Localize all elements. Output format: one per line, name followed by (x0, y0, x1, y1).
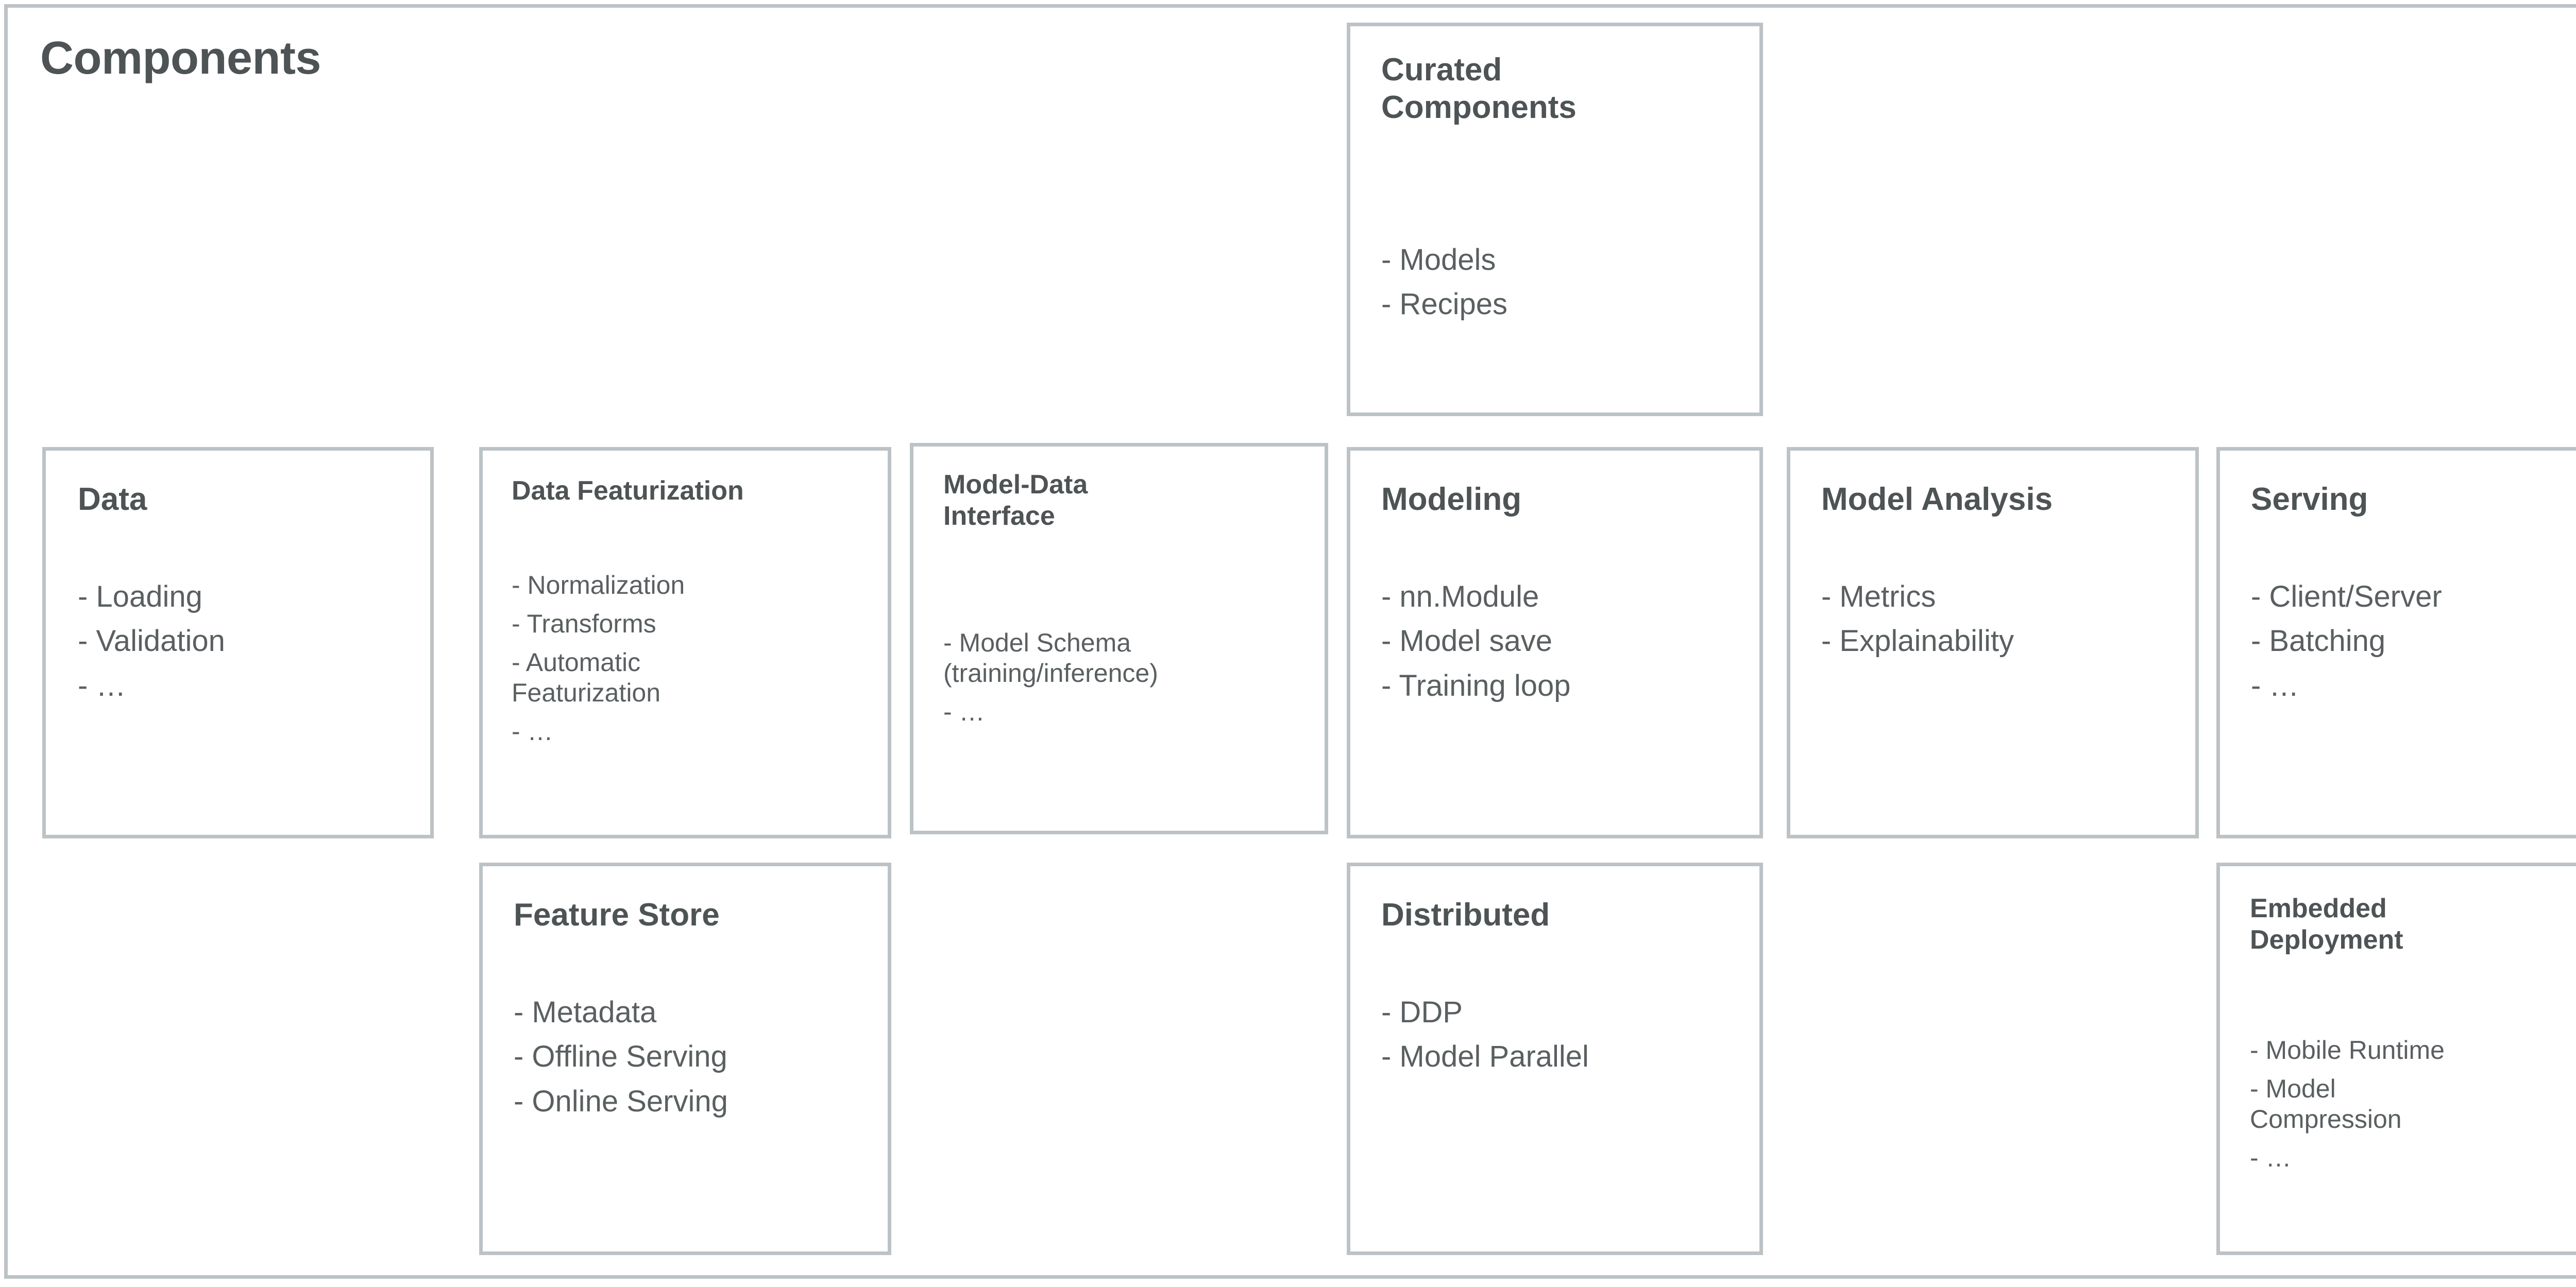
list-item: - Client/Server (2251, 580, 2442, 613)
list-item: - Model Compression (2250, 1074, 2402, 1134)
card-list-distributed: - DDP - Model Parallel (1381, 995, 1589, 1084)
card-curated-components[interactable]: Curated Components - Models - Recipes (1347, 23, 1763, 416)
card-list-data: - Loading - Validation - … (78, 579, 225, 713)
card-embedded-deployment[interactable]: Embedded Deployment - Mobile Runtime - M… (2216, 863, 2576, 1255)
list-item: - Transforms (512, 609, 656, 638)
card-title-model-data-interface: Model-Data Interface (943, 470, 1088, 531)
list-item: - Offline Serving (514, 1040, 727, 1074)
card-list-embedded-deployment: - Mobile Runtime - Model Compression - … (2250, 1035, 2445, 1181)
card-title-modeling: Modeling (1381, 482, 1522, 517)
card-serving[interactable]: Serving - Client/Server - Batching - … (2216, 447, 2576, 838)
list-item: - … (78, 668, 126, 702)
card-data-featurization[interactable]: Data Featurization - Normalization - Tra… (479, 447, 891, 838)
list-item: - Validation (78, 624, 225, 658)
card-title-serving: Serving (2251, 482, 2368, 517)
list-item: - … (2250, 1143, 2292, 1172)
card-list-curated-components: - Models - Recipes (1381, 243, 1507, 332)
card-title-data: Data (78, 482, 147, 517)
card-title-embedded-deployment: Embedded Deployment (2250, 894, 2403, 955)
list-item: - … (943, 697, 985, 726)
card-list-serving: - Client/Server - Batching - … (2251, 579, 2442, 713)
list-item: - Metadata (514, 996, 657, 1029)
list-item: - Models (1381, 243, 1496, 277)
card-distributed[interactable]: Distributed - DDP - Model Parallel (1347, 863, 1763, 1255)
list-item: - Online Serving (514, 1084, 728, 1118)
card-title-curated-components: Curated Components (1381, 52, 1577, 126)
list-item: - … (2251, 668, 2299, 702)
card-list-model-analysis: - Metrics - Explainability (1821, 579, 2014, 668)
card-modeling[interactable]: Modeling - nn.Module - Model save - Trai… (1347, 447, 1763, 838)
list-item: - Model Parallel (1381, 1040, 1589, 1074)
card-list-feature-store: - Metadata - Offline Serving - Online Se… (514, 995, 728, 1128)
page-title: Components (40, 32, 321, 84)
card-list-model-data-interface: - Model Schema (training/inference) - … (943, 628, 1158, 735)
list-item: - Recipes (1381, 287, 1507, 321)
list-item: - Normalization (512, 571, 685, 599)
list-item: - Automatic Featurization (512, 648, 661, 707)
list-item: - Training loop (1381, 668, 1571, 702)
list-item: - … (512, 717, 553, 746)
list-item: - Explainability (1821, 624, 2014, 658)
card-feature-store[interactable]: Feature Store - Metadata - Offline Servi… (479, 863, 891, 1255)
list-item: - DDP (1381, 996, 1463, 1029)
list-item: - Mobile Runtime (2250, 1036, 2445, 1065)
card-title-feature-store: Feature Store (514, 897, 720, 933)
list-item: - Metrics (1821, 580, 1936, 613)
card-model-analysis[interactable]: Model Analysis - Metrics - Explainabilit… (1787, 447, 2199, 838)
card-list-data-featurization: - Normalization - Transforms - Automatic… (512, 570, 685, 755)
list-item: - Loading (78, 580, 202, 613)
list-item: - Model Schema (training/inference) (943, 628, 1158, 688)
card-model-data-interface[interactable]: Model-Data Interface - Model Schema (tra… (910, 443, 1328, 834)
list-item: - Model save (1381, 624, 1553, 658)
card-title-distributed: Distributed (1381, 897, 1550, 933)
card-title-data-featurization: Data Featurization (512, 476, 744, 506)
card-title-model-analysis: Model Analysis (1821, 482, 2053, 517)
list-item: - nn.Module (1381, 580, 1539, 613)
card-list-modeling: - nn.Module - Model save - Training loop (1381, 579, 1571, 713)
list-item: - Batching (2251, 624, 2386, 658)
card-data[interactable]: Data - Loading - Validation - … (42, 447, 434, 838)
